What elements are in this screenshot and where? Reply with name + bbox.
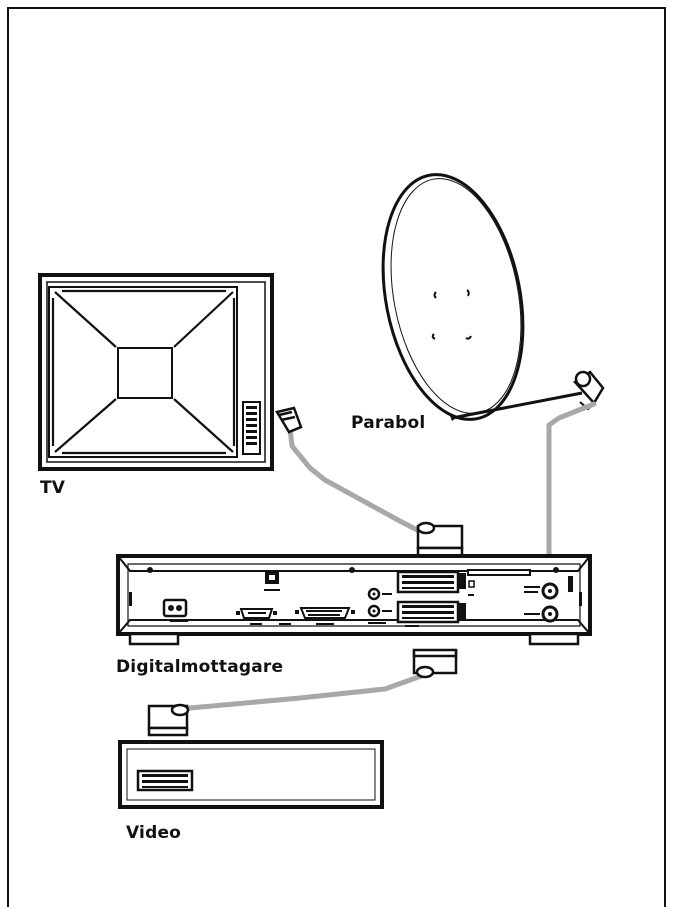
cable-dish-receiver	[546, 401, 597, 563]
video-scart-socket	[136, 769, 194, 792]
smartcard-slot	[467, 569, 531, 588]
lnb-output-connector	[524, 605, 559, 623]
power-socket	[162, 598, 188, 622]
receiver-foot-left	[128, 632, 180, 646]
receiver-body	[116, 554, 592, 636]
receiver-foot-right	[528, 632, 580, 646]
audio-jacks	[367, 587, 392, 624]
tv-screen-diagonals	[51, 289, 236, 455]
dish-arm	[451, 391, 583, 420]
parabol-label: Parabol	[351, 413, 426, 433]
digital-receiver	[116, 554, 592, 646]
scart-plug-receiver-top	[416, 521, 464, 558]
receiver-scart-vcr	[396, 600, 466, 627]
dish-reflector	[381, 173, 525, 421]
dish-lnb	[573, 370, 605, 411]
receiver-scart-tv	[396, 570, 474, 596]
video-recorder	[118, 740, 384, 809]
cable-tv-receiver	[287, 425, 424, 535]
dish-bolts	[431, 289, 472, 340]
receiver-label: Digitalmottagare	[116, 657, 284, 677]
scart-plug-video-end	[147, 703, 190, 737]
tv-set	[38, 273, 274, 471]
tv-housing-inner-edge	[46, 281, 266, 463]
tv-screen-center	[117, 347, 173, 399]
lnb-input-connector	[524, 582, 559, 600]
scart-plug-receiver-bottom	[412, 648, 458, 679]
tv-scart-socket	[242, 401, 261, 455]
parallel-port	[295, 607, 355, 625]
tv-label: TV	[40, 478, 66, 498]
scart-plug-tv-end	[275, 406, 303, 434]
page-frame	[7, 7, 666, 907]
satellite-dish	[381, 173, 605, 421]
serial-port	[236, 608, 291, 625]
phone-socket	[264, 571, 280, 591]
video-label: Video	[126, 823, 182, 843]
